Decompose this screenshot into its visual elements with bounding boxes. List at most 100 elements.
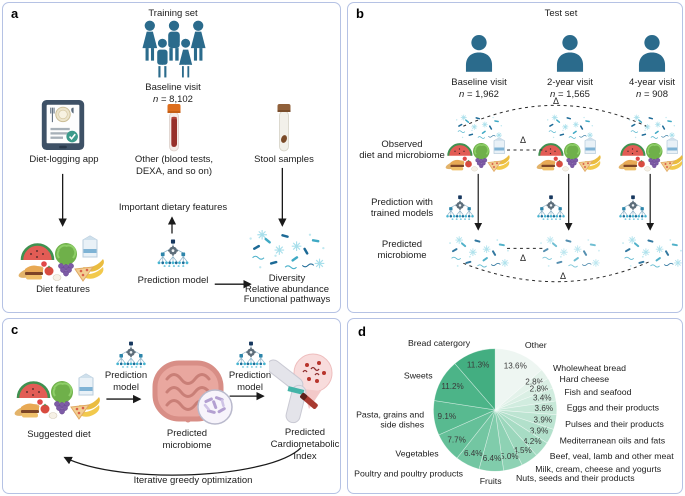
pie-slice: [438, 409, 496, 459]
pie-category-label: Vegetables: [395, 449, 439, 459]
microbiome-illustration: [246, 229, 328, 273]
row-predicted-label: Predicted microbiome: [350, 239, 454, 261]
predicted-microbiome-label: Predicted microbiome: [150, 428, 224, 452]
pie-slice: [495, 400, 558, 416]
output-functional-pathways: Functional pathways: [243, 294, 331, 305]
pie-percent-label: 7.7%: [447, 435, 466, 444]
n-symbol: n: [459, 89, 465, 100]
prediction-line1: Prediction: [104, 370, 148, 381]
pie-category-label: Fish and seafood: [564, 387, 631, 397]
panel-b-label: b: [356, 6, 364, 21]
visit-label-2year: 2-year visit: [547, 77, 593, 88]
cmi-line3: Index: [293, 451, 317, 462]
n-value: = 1,565: [557, 89, 590, 100]
pie-percent-label: 5.0%: [500, 452, 519, 461]
panel-c-label: c: [11, 322, 19, 337]
delta-observed-1-2: Δ: [520, 135, 527, 145]
row-observed-line2: diet and microbiome: [359, 150, 445, 161]
row-prediction-label: Prediction with trained models: [350, 197, 454, 219]
suggested-diet-label: Suggested diet: [27, 429, 91, 440]
output-relative-abundance: Relative abundance: [245, 283, 329, 295]
pie-category-label: Milk, cream, cheese and yogurts: [535, 464, 661, 474]
cmi-line2: Cardiometabolic: [270, 439, 340, 450]
predicted-microbiome-icon-2: [538, 235, 602, 271]
prediction-model-label: Prediction model: [137, 275, 209, 286]
cmi-line1: Predicted: [284, 427, 326, 438]
trained-model-icon-2: [536, 195, 566, 220]
pie-percent-label: 4.5%: [513, 446, 532, 455]
baseline-n-label: n = 8,102: [113, 94, 233, 105]
pie-category-label: Wholewheat bread: [553, 363, 626, 373]
pie-slice: [495, 409, 557, 430]
test-set-title: Test set: [544, 8, 578, 19]
visit-n-baseline: n = 1,962: [424, 89, 534, 100]
pie-category-label: Hard cheese: [560, 374, 610, 384]
observed-food-icon-2: [532, 131, 608, 173]
row-observed-label: Observed diet and microbiome: [350, 139, 454, 161]
pie-category-label: Sweets: [404, 370, 433, 380]
iterative-optimization-label: Iterative greedy optimization: [133, 475, 253, 486]
pie-slice: [494, 378, 554, 411]
pie-slice: [433, 363, 496, 411]
delta-observed-1-3: Δ: [553, 96, 560, 106]
visit-label-baseline: Baseline visit: [451, 77, 507, 88]
panel-c: c Suggested diet Prediction model Predic…: [2, 318, 341, 494]
predicted-line1: Predicted: [166, 428, 208, 439]
other-tests-label-1: Other (blood tests,: [134, 154, 214, 165]
pie-slice: [494, 409, 523, 472]
pie-category-label: Nuts, seeds and their products: [516, 473, 635, 483]
delta-predicted-1-3: Δ: [560, 271, 567, 281]
n-symbol: n: [153, 94, 159, 105]
prediction-line2: model: [113, 382, 139, 393]
person-icon-2year: [552, 33, 588, 73]
pie-slice: [454, 348, 496, 411]
baseline-visit-label: Baseline visit: [145, 82, 201, 93]
n-symbol: n: [550, 89, 556, 100]
pie-percent-label: 4.2%: [523, 437, 542, 446]
n-value: = 908: [643, 89, 668, 100]
model-outputs-label: Diversity Relative abundance Functional …: [222, 273, 352, 306]
pie-percent-label: 3.4%: [533, 393, 552, 402]
visit-n-2year: n = 1,565: [515, 89, 625, 100]
row-predicted-line1: Predicted: [381, 239, 423, 250]
pie-category-label: Eggs and their products: [567, 402, 660, 412]
pie-slice: [456, 409, 496, 470]
stool-tube-icon: [275, 103, 293, 153]
diet-logging-app-icon: [40, 99, 86, 151]
pie-percent-label: 11.2%: [441, 382, 463, 391]
row-prediction-line2: trained models: [370, 208, 434, 219]
row-observed-line1: Observed: [381, 139, 423, 150]
n-value: = 1,962: [466, 89, 499, 100]
predicted-microbiome-icon-1: [447, 235, 511, 271]
pie-percent-label: 3.9%: [530, 427, 549, 436]
pie-slice: [494, 409, 537, 466]
n-symbol: n: [636, 89, 642, 100]
diet-logging-app-label: Diet-logging app: [29, 154, 99, 165]
output-diversity: Diversity: [268, 273, 306, 284]
n-value: = 8,102: [160, 94, 193, 105]
pie-percent-label: 6.4%: [464, 449, 483, 458]
blood-draw-arm-illustration: [269, 351, 337, 427]
pie-percent-label: 3.6%: [535, 404, 554, 413]
pie-percent-label: 3.9%: [534, 415, 553, 424]
observed-food-icon-3: [614, 131, 685, 173]
pie-category-label: Beef, veal, lamb and other meat: [550, 451, 675, 461]
trained-model-icon-1: [445, 195, 475, 220]
visit-label-4year: 4-year visit: [629, 77, 675, 88]
panel-b: b Test set Baseline visit n = 1,962 2-ye…: [347, 2, 683, 313]
prediction-line1: Prediction: [228, 370, 272, 381]
pie-slice: [495, 387, 557, 411]
pie-percent-label: 6.4%: [483, 454, 502, 463]
panel-a: a Training set Baseline visit n = 8,102 …: [2, 2, 341, 313]
panel-d-label: d: [358, 324, 366, 339]
diet-food-illustration: [17, 227, 109, 283]
pie-slice: [494, 348, 543, 411]
predicted-cmi-label: Predicted Cardiometabolic Index: [259, 427, 351, 463]
pie-slice: [494, 369, 549, 411]
predicted-line2: microbiome: [162, 440, 212, 451]
other-tests-label-2: DEXA, and so on): [135, 166, 213, 177]
pie-slice: [433, 400, 497, 436]
